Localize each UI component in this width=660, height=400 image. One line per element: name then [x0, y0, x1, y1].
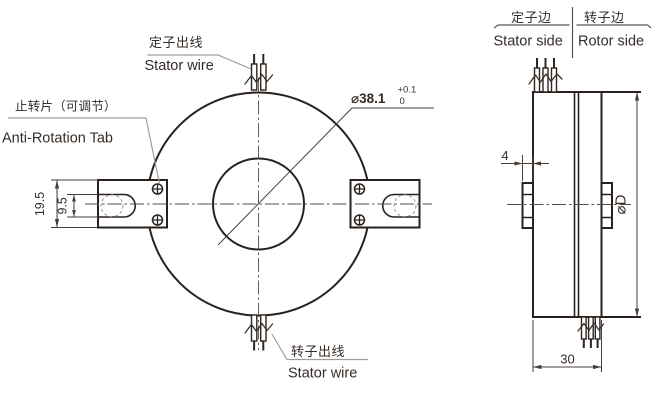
dim-tab-height: 19.5 [33, 179, 98, 228]
wire-break-symbol [528, 73, 563, 85]
dim-bore-value: ⌀38.1 [351, 91, 386, 106]
label-stator-wire-top-zh: 定子出线 [149, 35, 203, 50]
stator-wire-pins-top [244, 54, 274, 91]
header-rotor-en: Rotor side [578, 34, 644, 50]
wire-break-symbol [577, 322, 605, 332]
label-stator-wire-top-en: Stator wire [145, 58, 214, 74]
stator-wire-pins-side [528, 58, 563, 93]
hidden-hole-circle [393, 194, 417, 218]
rotor-wire-pins-bottom [244, 314, 274, 351]
header-rotor-zh: 转子边 [584, 10, 625, 25]
dim-tab-height-text: 19.5 [33, 192, 47, 216]
dim-bore-tol-upper: +0.1 [398, 85, 417, 96]
hidden-hole-circle [100, 194, 124, 218]
label-leader [147, 54, 252, 70]
label-stator-wire-top: 定子出线 Stator wire [145, 35, 252, 74]
screw-icon [151, 183, 164, 195]
header-stator-en: Stator side [494, 34, 563, 50]
dim-length: 30 [532, 320, 602, 372]
side-view: 定子边 Stator side 转子边 Rotor side [494, 7, 652, 372]
dim-slot-height: 9.5 [56, 194, 98, 218]
header-underline-rotor [576, 24, 652, 29]
tab-slot-left [98, 193, 136, 218]
label-leader [8, 117, 161, 185]
label-anti-rotation-zh: 止转片（可调节） [15, 99, 117, 114]
screw-icon [353, 183, 366, 195]
dim-outer-diameter-text: ⌀D [613, 194, 630, 214]
dim-tab-thickness: 4 [501, 148, 549, 181]
wire-break-symbol [244, 73, 274, 85]
front-view: 19.5 9.5 ⌀38.1 +0.1 0 定子出线 Stator wire 止… [2, 35, 434, 382]
side-view-body [532, 91, 641, 318]
wire-break-symbol [244, 322, 274, 334]
side-tab-left [521, 182, 534, 229]
dim-slot-height-text: 9.5 [56, 197, 70, 214]
side-view-header: 定子边 Stator side 转子边 Rotor side [494, 7, 652, 58]
screw-icon [353, 214, 366, 226]
dim-bore-tol-lower: 0 [400, 96, 405, 107]
dim-length-text: 30 [560, 352, 574, 367]
dim-bore: ⌀38.1 +0.1 0 [351, 85, 416, 108]
header-stator-zh: 定子边 [511, 10, 552, 25]
label-anti-rotation-en: Anti-Rotation Tab [2, 131, 113, 147]
dim-outer-diameter: ⌀D [613, 92, 640, 317]
label-rotor-wire-bottom-en: Stator wire [288, 366, 357, 382]
rotor-wire-pins-side [577, 316, 605, 348]
bore-dimension-leader [217, 107, 434, 246]
label-anti-rotation-tab: 止转片（可调节） Anti-Rotation Tab [2, 99, 161, 185]
label-leader [271, 333, 368, 361]
dim-tab-thickness-text: 4 [501, 148, 508, 163]
tab-slot-right [382, 193, 420, 218]
side-tab-right [600, 182, 613, 229]
extension-edges [601, 91, 641, 318]
label-rotor-wire-bottom: 转子出线 Stator wire [271, 333, 368, 382]
label-rotor-wire-bottom-zh: 转子出线 [291, 344, 345, 359]
screw-icon [151, 214, 164, 226]
header-underline-stator [493, 24, 570, 29]
